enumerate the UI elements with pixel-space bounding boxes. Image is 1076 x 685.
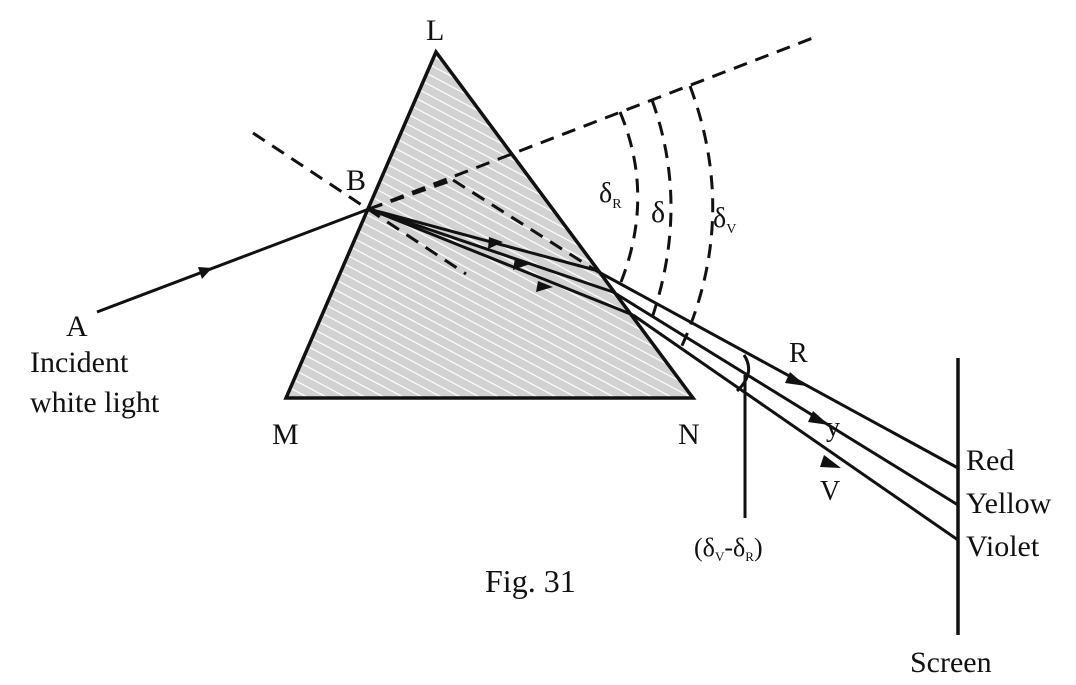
point-label-l: L bbox=[426, 14, 444, 47]
dispersion-close: ) bbox=[754, 533, 763, 562]
red-emergent-arrow bbox=[785, 372, 806, 386]
dispersion-s1: δ bbox=[703, 533, 715, 562]
delta-v-symbol: δ bbox=[713, 203, 726, 234]
violet-emergent-ray bbox=[632, 313, 959, 542]
dispersion-sub2: R bbox=[745, 549, 754, 564]
violet-inside-arrow bbox=[536, 281, 553, 292]
incident-ray bbox=[96, 207, 370, 314]
red-emergent-ray bbox=[594, 268, 959, 470]
yellow-emergent-ray bbox=[612, 290, 959, 507]
red-ray-inside bbox=[368, 207, 596, 272]
point-label-a: A bbox=[66, 310, 88, 343]
screen-label: Screen bbox=[910, 646, 992, 679]
point-label-m: M bbox=[272, 418, 299, 451]
delta-v-arc bbox=[678, 85, 715, 351]
point-label-n: N bbox=[678, 418, 700, 451]
delta-r-subscript: R bbox=[612, 197, 622, 212]
delta-v-label: δV bbox=[713, 203, 736, 237]
delta-arc bbox=[650, 99, 673, 319]
ray-label-v: V bbox=[820, 476, 840, 507]
delta-r-arc bbox=[618, 111, 640, 283]
incident-extension-line bbox=[368, 34, 819, 211]
screen-color-violet: Violet bbox=[966, 530, 1040, 563]
internal-dashed-line bbox=[368, 178, 454, 211]
delta-r-symbol: δ bbox=[599, 178, 612, 209]
violet-ray-inside bbox=[368, 207, 634, 317]
yellow-inside-arrow bbox=[513, 258, 530, 270]
normal-line-at-b bbox=[252, 131, 467, 276]
dispersion-open: ( bbox=[694, 533, 703, 562]
red-inside-arrow bbox=[488, 237, 503, 249]
incident-arrow bbox=[198, 267, 212, 279]
delta-v-subscript: V bbox=[726, 222, 736, 237]
incident-label-line1: Incident bbox=[30, 346, 129, 379]
delta-r-label: δR bbox=[599, 178, 622, 212]
dispersion-arc bbox=[735, 354, 751, 393]
figure-caption: Fig. 31 bbox=[485, 563, 576, 599]
point-label-b: B bbox=[346, 164, 366, 197]
internal-dashed-normal bbox=[452, 178, 596, 272]
prism bbox=[283, 48, 697, 400]
ray-label-r: R bbox=[789, 338, 808, 369]
dispersion-dash: - bbox=[724, 533, 733, 562]
incident-label-line2: white light bbox=[30, 386, 160, 419]
yellow-emergent-arrow bbox=[808, 411, 829, 425]
dispersion-label: (δV-δR) bbox=[694, 533, 763, 564]
yellow-ray-inside bbox=[368, 207, 614, 294]
screen-color-red: Red bbox=[966, 444, 1014, 477]
violet-emergent-arrow bbox=[820, 455, 841, 468]
dispersion-sub1: V bbox=[715, 549, 725, 564]
delta-label: δ bbox=[651, 196, 665, 229]
dispersion-s2: δ bbox=[733, 533, 745, 562]
screen-color-yellow: Yellow bbox=[966, 487, 1052, 520]
ray-label-y: y bbox=[826, 412, 840, 443]
